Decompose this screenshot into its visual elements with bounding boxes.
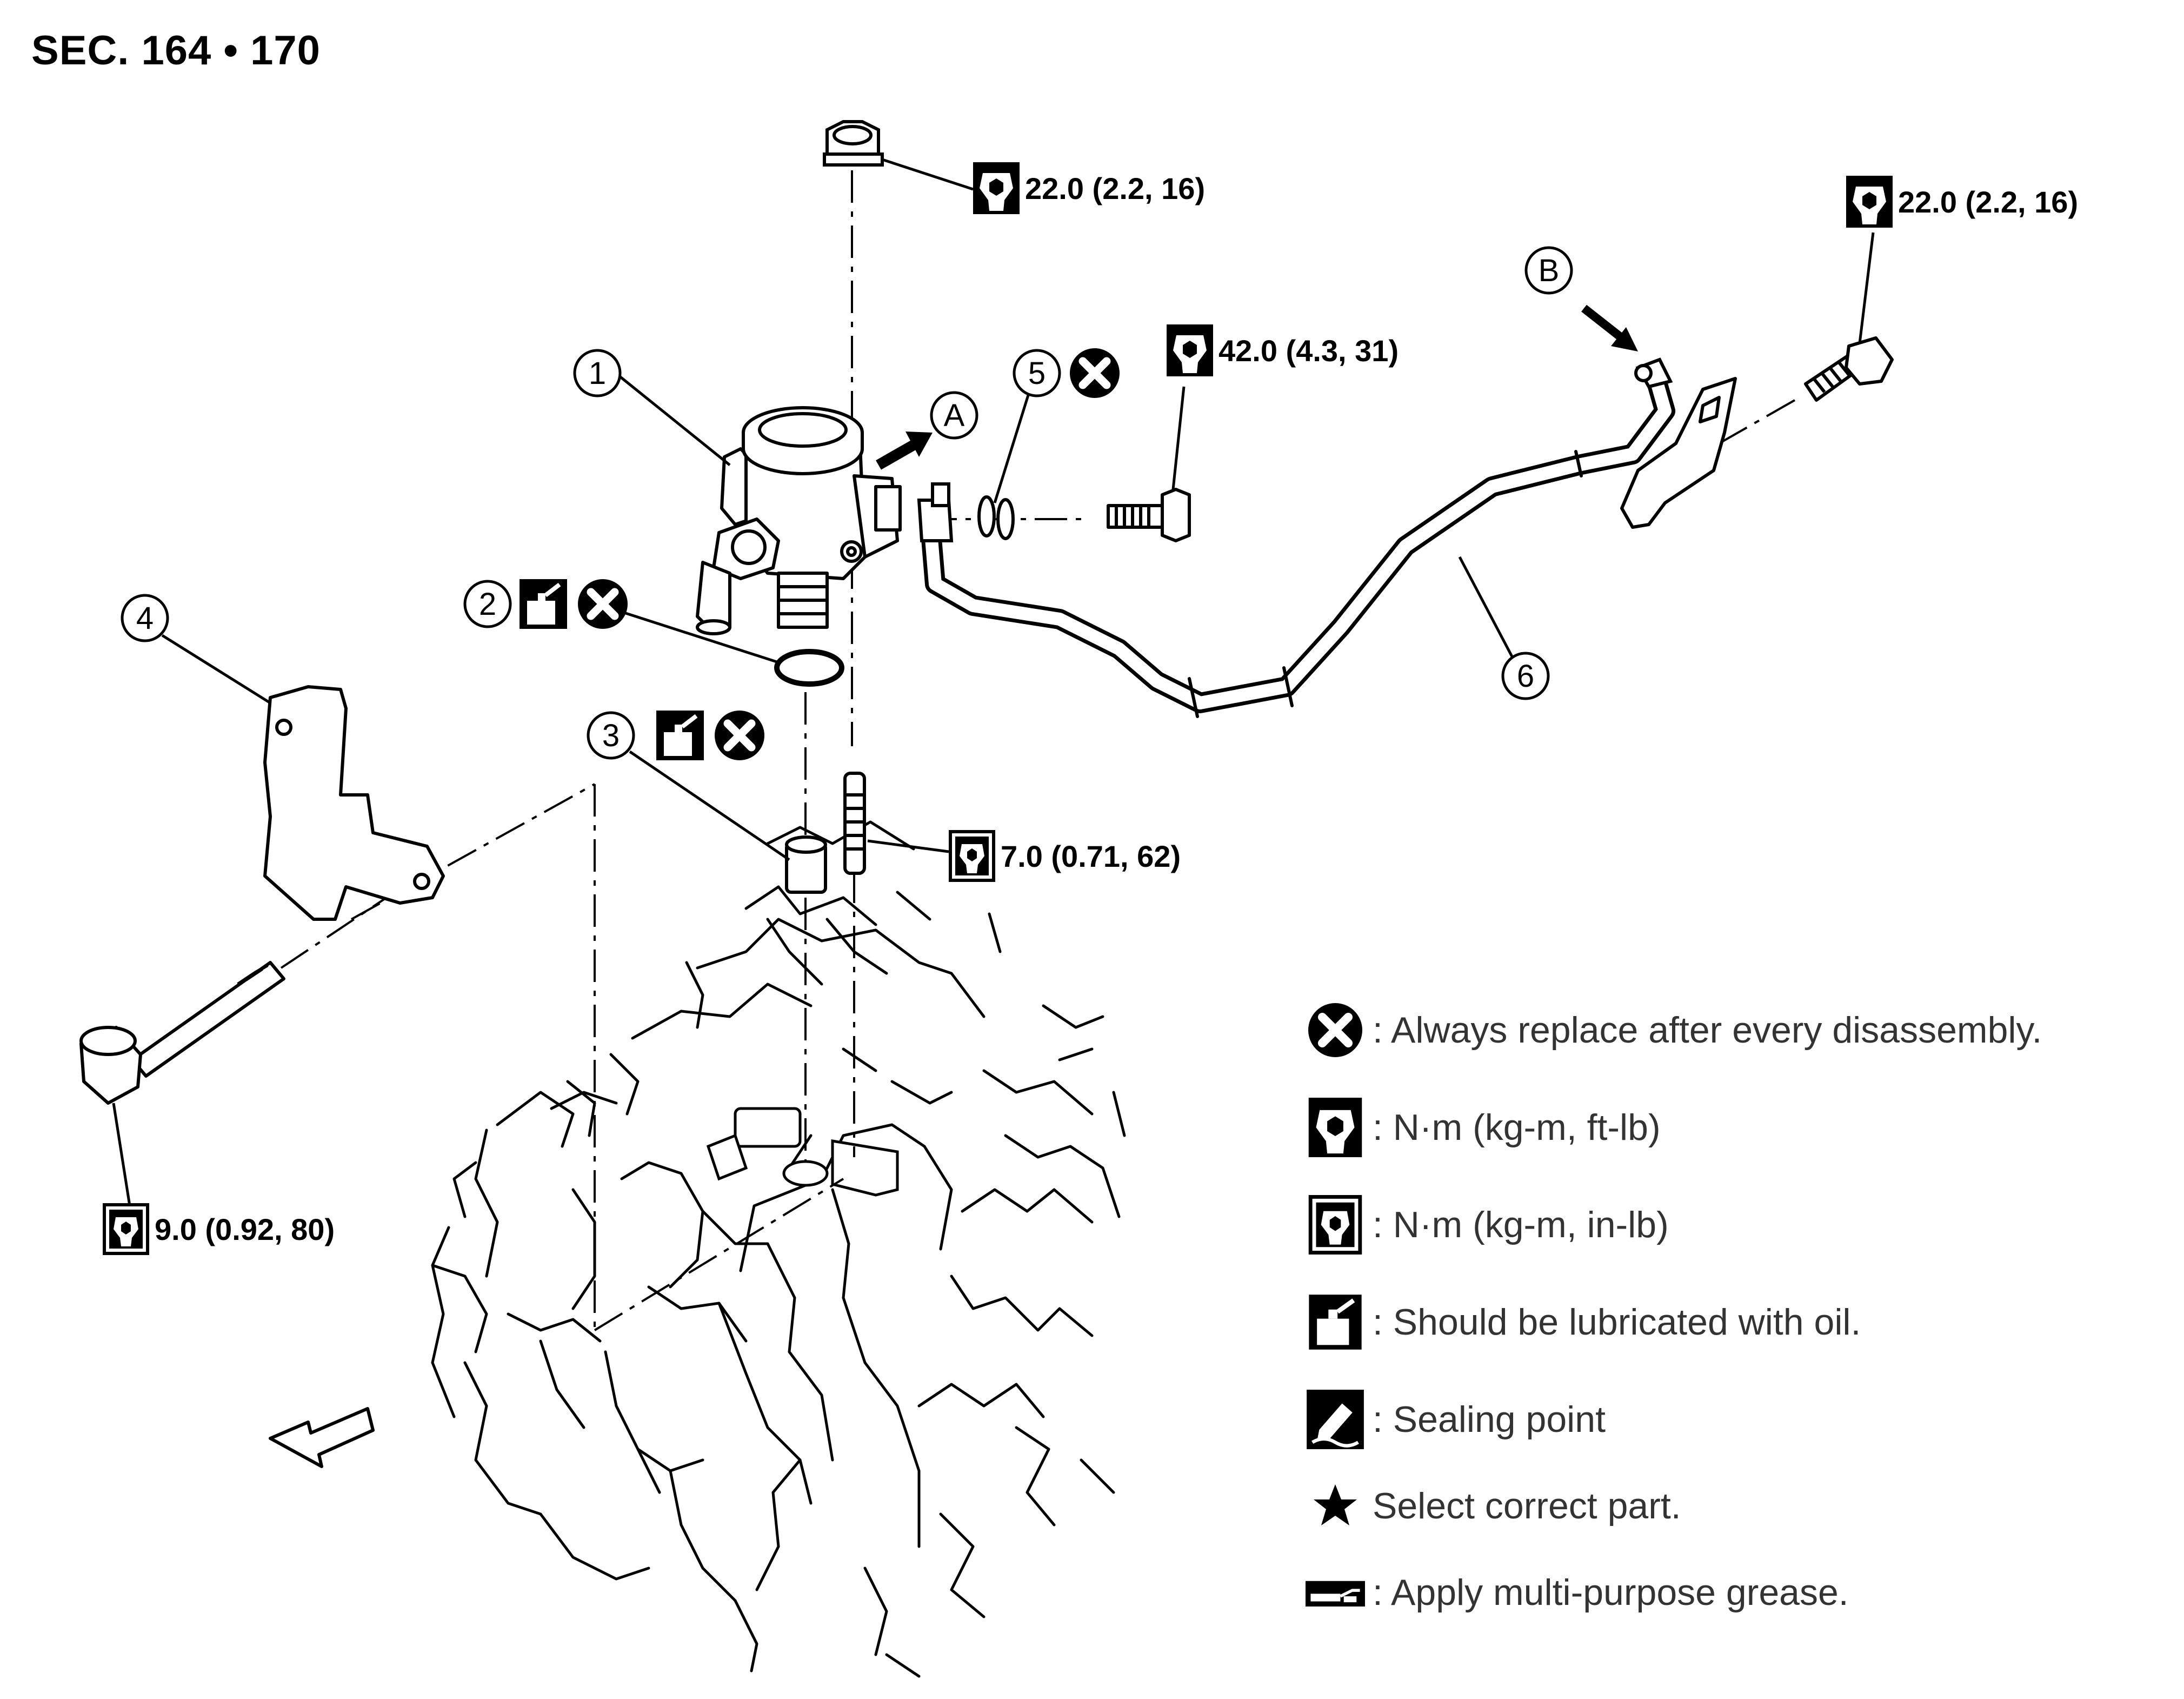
torque-union-bolt: 42.0 (4.3, 31): [1167, 324, 1399, 376]
replace-x-icon: [578, 579, 628, 629]
svg-text:1: 1: [589, 356, 606, 391]
stud-bolt: [843, 772, 866, 875]
legend-grease: : Apply multi-purpose grease.: [1306, 1563, 1849, 1622]
torque-bracket-bolt-value: 9.0 (0.92, 80): [155, 1212, 335, 1246]
callout-6: 6: [1503, 653, 1548, 699]
lifter-seal: [785, 835, 827, 894]
replace-x-icon: [1308, 1003, 1362, 1057]
legend-sealing: : Sealing point: [1306, 1390, 1606, 1449]
legend-nm-inlb-text: : N·m (kg-m, in-lb): [1373, 1204, 1669, 1245]
oil-lube-icon: [656, 711, 704, 760]
torque-wrench-inlb-icon: [949, 830, 995, 882]
legend-select-text: Select correct part.: [1373, 1485, 1681, 1527]
union-bolt: [1107, 488, 1191, 542]
fuel-tube: [920, 363, 1675, 718]
legend-sealing-text: : Sealing point: [1373, 1399, 1606, 1440]
torque-wrench-inlb-icon: [1308, 1195, 1362, 1255]
o-ring: [774, 649, 844, 687]
legend-replace-text: : Always replace after every disassembly…: [1373, 1010, 2042, 1051]
legend-nm-inlb: : N·m (kg-m, in-lb): [1306, 1195, 1669, 1255]
replace-x-icon: [715, 711, 764, 760]
svg-text:3: 3: [602, 718, 620, 753]
torque-stud: 7.0 (0.71, 62): [949, 830, 1181, 882]
callout-2: 2: [465, 581, 510, 627]
section-title: SEC. 164 • 170: [31, 28, 321, 74]
svg-text:2: 2: [479, 587, 496, 622]
legend-oil-text: : Should be lubricated with oil.: [1373, 1302, 1861, 1343]
svg-text:A: A: [944, 398, 965, 433]
leader-lines: [112, 158, 1875, 1206]
fuel-pump: [696, 406, 902, 635]
callout-a: A: [931, 393, 977, 438]
bracket-bolt: [79, 961, 285, 1105]
oil-lube-icon: [520, 579, 567, 629]
torque-stud-value: 7.0 (0.71, 62): [1001, 839, 1181, 873]
legend-grease-text: : Apply multi-purpose grease.: [1373, 1572, 1849, 1613]
legend-nm-ftlb-text: : N·m (kg-m, ft-lb): [1373, 1107, 1661, 1148]
callout-b: B: [1526, 248, 1572, 293]
torque-nut-top: 22.0 (2.2, 16): [973, 162, 1205, 214]
arrow-a-pointer: [876, 432, 933, 470]
bracket-mount-bolt: [1804, 336, 1894, 402]
legend-nm-ftlb: : N·m (kg-m, ft-lb): [1306, 1098, 1661, 1157]
front-direction-arrow: [269, 1407, 375, 1468]
star-icon: [1314, 1484, 1357, 1525]
svg-text:5: 5: [1028, 356, 1046, 391]
torque-wrench-icon: [973, 162, 1020, 214]
tube-fittings: [917, 357, 1673, 542]
oil-lube-icon: [1309, 1295, 1362, 1350]
torque-bolt-right-value: 22.0 (2.2, 16): [1898, 184, 2079, 219]
bracket: [263, 685, 445, 921]
sealing-point-icon: [1307, 1390, 1364, 1449]
arrow-b-pointer: [1581, 304, 1638, 351]
tube-bracket: [1620, 377, 1737, 529]
callout-5: 5: [1014, 350, 1060, 396]
torque-nut-top-value: 22.0 (2.2, 16): [1025, 171, 1206, 205]
replace-x-icon: [1070, 348, 1120, 398]
torque-bracket-bolt: 9.0 (0.92, 80): [103, 1203, 335, 1255]
torque-wrench-icon: [1308, 1098, 1362, 1157]
torque-wrench-inlb-icon: [103, 1203, 149, 1255]
legend-select: Select correct part.: [1306, 1476, 1681, 1536]
grease-gun-icon: [1306, 1581, 1365, 1607]
callout-4: 4: [122, 595, 168, 641]
legend-replace: : Always replace after every disassembly…: [1306, 1000, 2042, 1060]
svg-text:4: 4: [136, 601, 154, 636]
svg-text:6: 6: [1517, 659, 1534, 694]
copper-washers: [977, 495, 1015, 540]
torque-wrench-icon: [1167, 324, 1213, 376]
engine-block: [431, 820, 1126, 1678]
torque-union-bolt-value: 42.0 (4.3, 31): [1218, 333, 1399, 368]
torque-wrench-icon: [1846, 176, 1893, 228]
svg-text:B: B: [1539, 253, 1560, 288]
flange-nut: [823, 120, 884, 167]
torque-bolt-right: 22.0 (2.2, 16): [1846, 176, 2078, 228]
pump-mount-pad: [706, 1107, 899, 1197]
callout-3: 3: [588, 713, 634, 758]
callout-1: 1: [575, 350, 620, 396]
legend-oil: : Should be lubricated with oil.: [1306, 1292, 1861, 1352]
